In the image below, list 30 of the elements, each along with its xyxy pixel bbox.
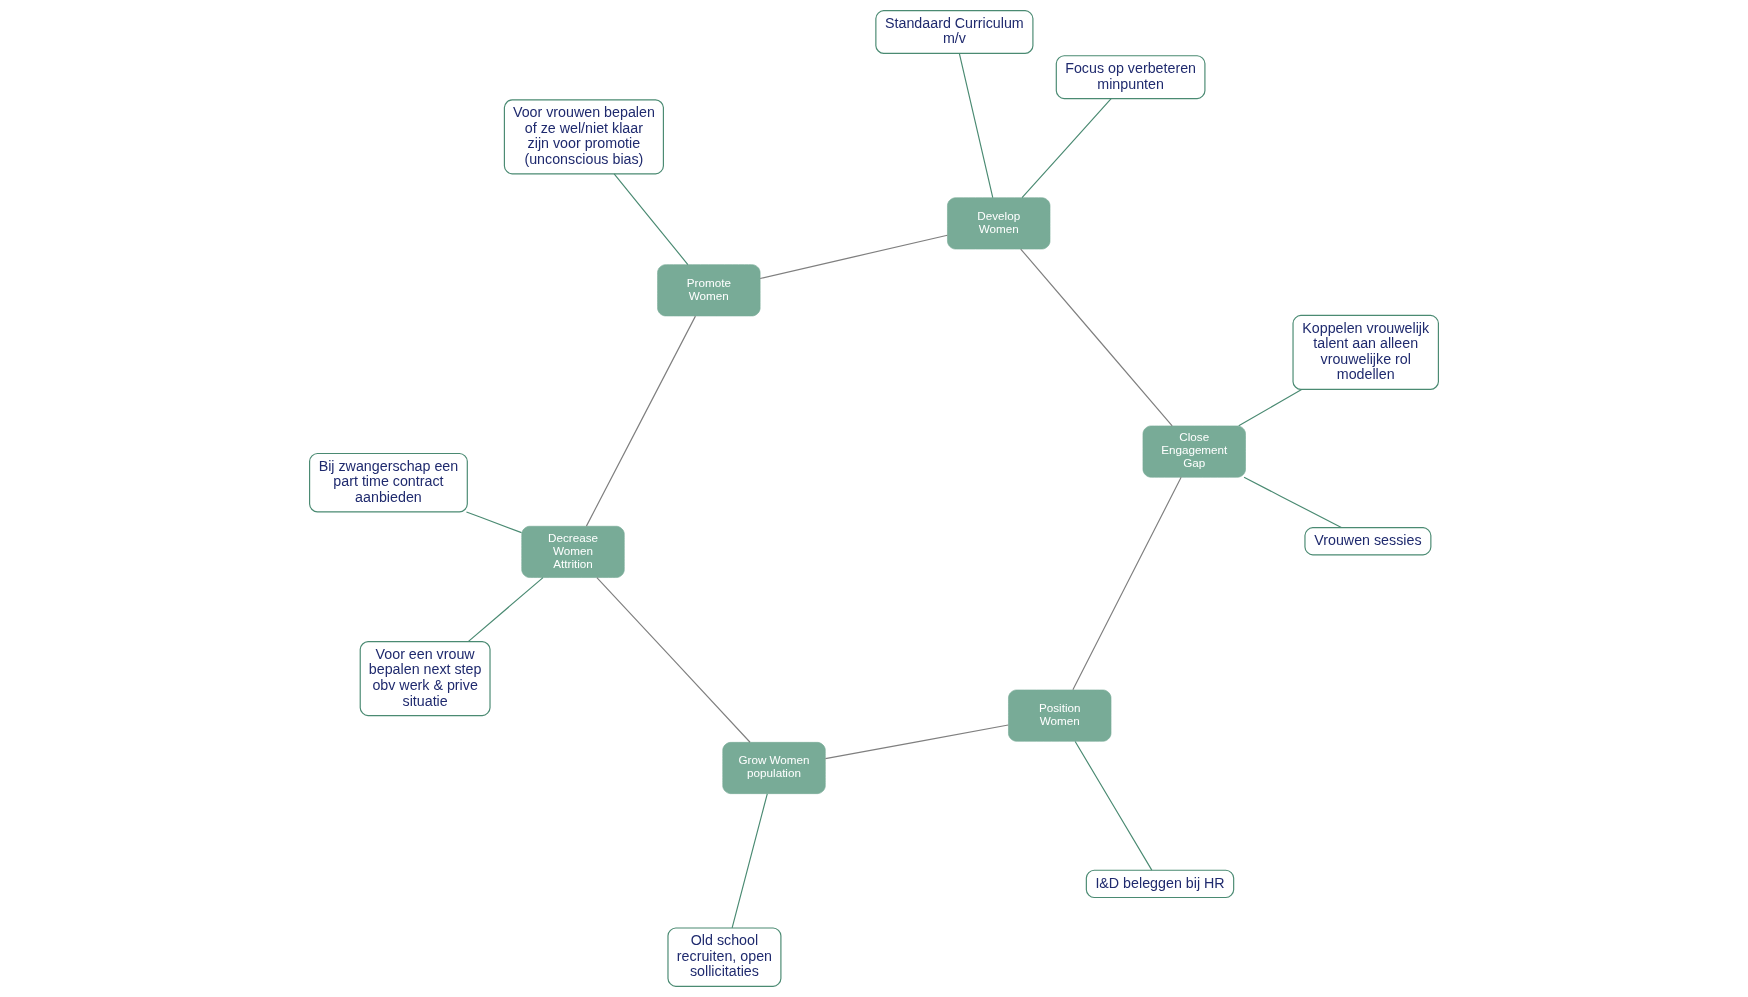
connector [759, 234, 948, 280]
connector [1074, 740, 1153, 871]
node-box: Develop Women [947, 197, 1051, 250]
connector [731, 793, 768, 929]
node-box: Bij zwangerschap een part time contract aanbieden [309, 452, 468, 513]
connector [465, 511, 523, 534]
node-box: Koppelen vrouwelijk talent aan alleen vrouwelijke rol modellen [1292, 314, 1439, 390]
node-box: Promote Women [657, 264, 761, 317]
connector [1238, 388, 1303, 427]
connector [1243, 476, 1342, 529]
node-box: Position Women [1008, 689, 1112, 742]
node-box: Decrease Women Attrition [521, 525, 625, 578]
connector [613, 173, 689, 266]
connector [585, 315, 697, 527]
connector [467, 577, 544, 642]
connector [1020, 248, 1173, 427]
node-box: I&D beleggen bij HR [1085, 869, 1235, 899]
connector [824, 724, 1009, 760]
node-box: Focus op verbeteren minpunten [1055, 55, 1206, 100]
connector [1021, 98, 1112, 199]
node-box: Standaard Curriculum m/v [875, 10, 1034, 55]
node-box: Voor vrouwen bepalen of ze wel/niet klaar zijn voor promotie (unconscious bias) [503, 99, 664, 175]
node-box: Close Engagement Gap [1142, 425, 1246, 478]
connector [596, 576, 751, 743]
node-box: Grow Women population [722, 742, 826, 794]
node-box: Old school recruiten, open sollicitaties [667, 927, 782, 987]
connector [958, 53, 994, 199]
node-box: Vrouwen sessies [1304, 527, 1432, 556]
connector [1072, 476, 1182, 691]
node-box: Voor een vrouw bepalen next step obv werk & prive situatie [359, 641, 491, 717]
